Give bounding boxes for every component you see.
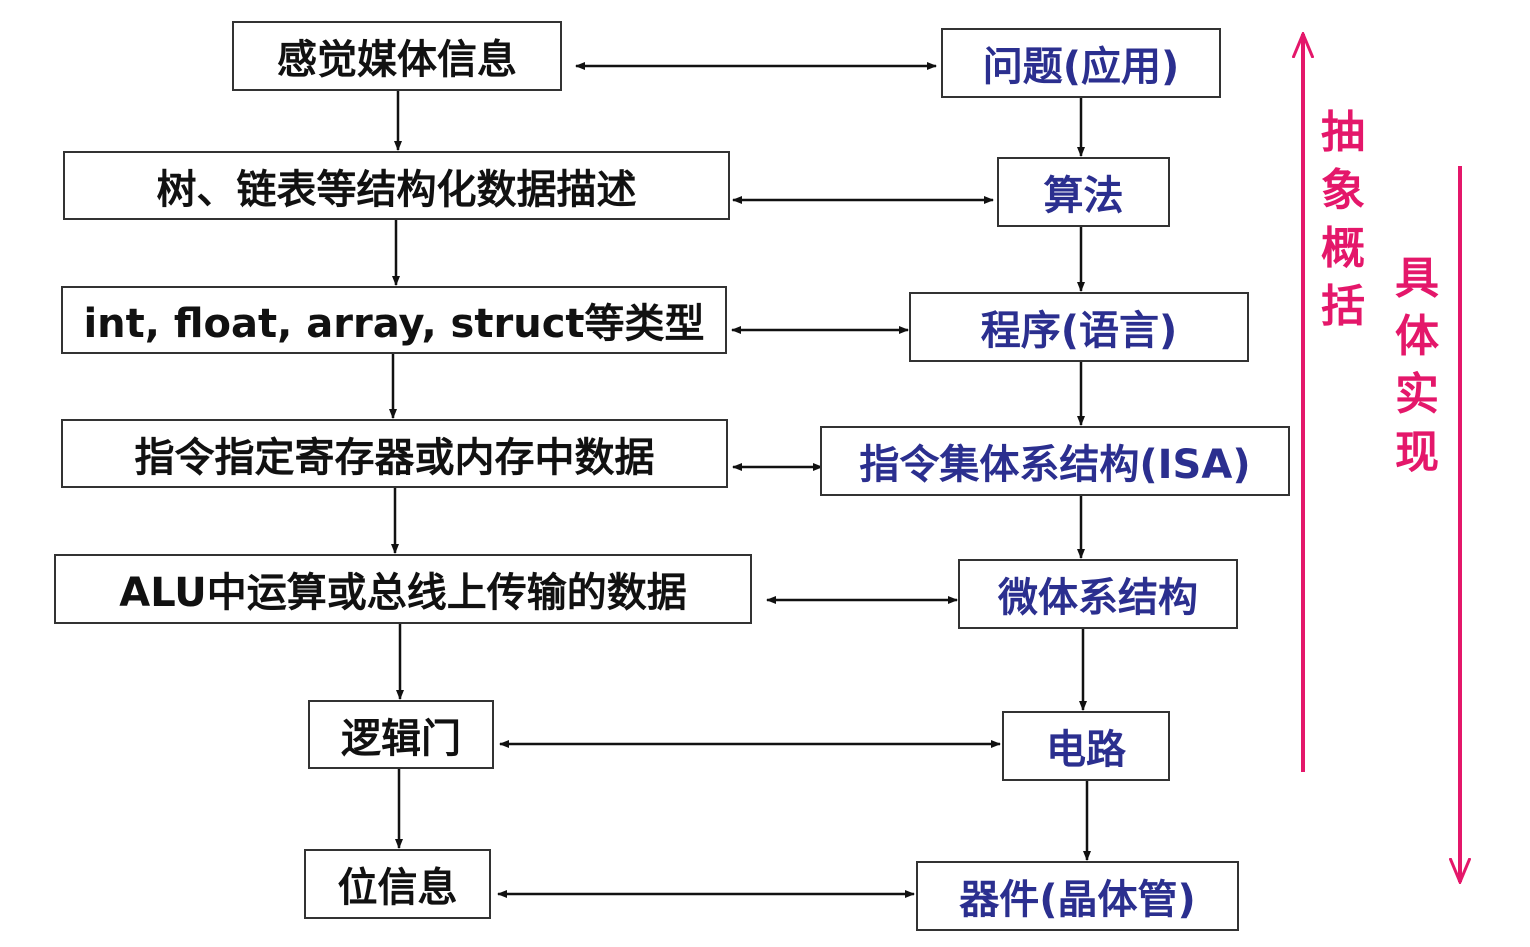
- left-box-label: ALU中运算或总线上传输的数据: [119, 570, 687, 616]
- implementation-label: 具 体 实 现: [1391, 250, 1443, 482]
- left-box-bit-info: 位信息: [304, 849, 491, 919]
- right-box-label: 电路: [1046, 727, 1126, 773]
- left-box-label: 树、链表等结构化数据描述: [156, 166, 637, 213]
- left-box-label: int, float, array, struct等类型: [83, 301, 705, 347]
- implementation-char: 体: [1395, 311, 1439, 362]
- right-box-problem: 问题(应用): [941, 28, 1221, 98]
- left-box-alu-bus: ALU中运算或总线上传输的数据: [54, 554, 752, 624]
- implementation-char: 现: [1395, 427, 1439, 478]
- right-box-isa: 指令集体系结构(ISA): [820, 426, 1290, 496]
- left-box-structured-data: 树、链表等结构化数据描述: [63, 151, 730, 220]
- right-box-device: 器件(晶体管): [916, 861, 1239, 931]
- abstraction-char: 象: [1321, 165, 1365, 216]
- abstraction-label: 抽 象 概 括: [1317, 104, 1369, 336]
- implementation-char: 具: [1395, 253, 1439, 304]
- left-box-logic-gates: 逻辑门: [308, 700, 494, 769]
- left-box-label: 感觉媒体信息: [277, 37, 517, 83]
- left-box-label: 位信息: [337, 865, 458, 911]
- right-box-label: 器件(晶体管): [959, 877, 1196, 923]
- right-box-algorithm: 算法: [997, 157, 1170, 227]
- abstraction-char: 括: [1321, 281, 1365, 332]
- abstraction-char: 概: [1321, 223, 1365, 274]
- right-box-program: 程序(语言): [909, 292, 1249, 362]
- left-box-label: 指令指定寄存器或内存中数据: [134, 434, 655, 481]
- left-box-register-memory: 指令指定寄存器或内存中数据: [61, 419, 728, 488]
- right-box-microarchitecture: 微体系结构: [958, 559, 1238, 629]
- left-box-label: 逻辑门: [341, 715, 461, 762]
- right-box-circuit: 电路: [1002, 711, 1170, 781]
- left-box-sensory-media: 感觉媒体信息: [232, 21, 562, 91]
- left-box-types: int, float, array, struct等类型: [61, 286, 727, 354]
- implementation-char: 实: [1395, 369, 1439, 420]
- right-box-label: 问题(应用): [982, 44, 1180, 90]
- right-box-label: 指令集体系结构(ISA): [859, 442, 1251, 488]
- right-box-label: 程序(语言): [980, 308, 1178, 354]
- right-box-label: 算法: [1043, 173, 1124, 219]
- right-box-label: 微体系结构: [998, 575, 1198, 621]
- abstraction-char: 抽: [1321, 107, 1365, 158]
